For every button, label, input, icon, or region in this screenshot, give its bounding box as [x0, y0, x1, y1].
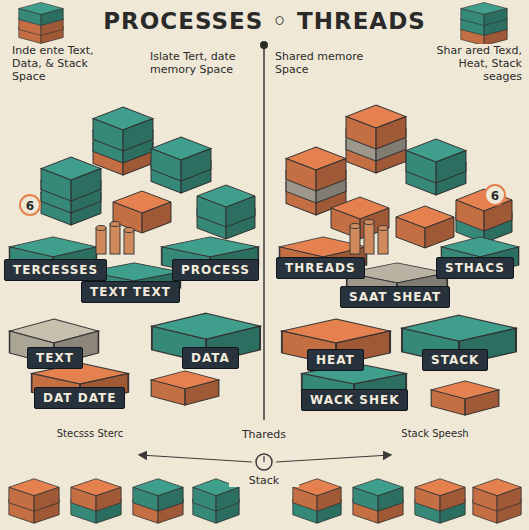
- label-slab: DAT DATE: [34, 387, 125, 409]
- caption-text: Shared memore Space: [275, 50, 365, 76]
- label-slab: SAAT SHEAT: [340, 286, 450, 308]
- slab-text: TERCESSES: [13, 263, 98, 277]
- slab-text: WACK SHEK: [310, 393, 399, 407]
- slab-text: SAAT SHEAT: [349, 290, 441, 304]
- label-slab: HEAT: [307, 349, 364, 371]
- label-slab: TEXT: [27, 347, 83, 369]
- label-slab: WACK SHEK: [301, 389, 408, 411]
- slab-text: TEXT TEXT: [90, 285, 171, 299]
- diagram-title: PROCESSES ◦ THREADS: [0, 8, 529, 34]
- caption-text: Thareds: [224, 428, 304, 441]
- slab-text: TEXT: [36, 351, 74, 365]
- slab-text: PROCESS: [181, 263, 250, 277]
- callout-number: 6: [21, 197, 39, 215]
- label-slab: PROCESS: [172, 259, 259, 281]
- caption-text: Stack Speesh: [385, 428, 485, 440]
- label-slab: STACK: [422, 349, 488, 371]
- slab-text: DAT DATE: [43, 391, 116, 405]
- caption-text: Stecsss Sterc: [40, 428, 140, 440]
- label-slab: TERCESSES: [4, 259, 107, 281]
- slab-text: STACK: [431, 353, 479, 367]
- caption-text: Shar ared Texd, Heat, Stack seages: [418, 44, 522, 84]
- caption-text: Inde ente Text, Data, & Stack Space: [12, 44, 112, 84]
- label-slab: TEXT TEXT: [81, 281, 180, 303]
- label-slab: DATA: [182, 347, 239, 369]
- slab-text: THREADS: [285, 261, 356, 275]
- slab-text: DATA: [191, 351, 230, 365]
- callout-number: 6: [486, 187, 504, 205]
- caption-text: Islate Tert, date memory Space: [150, 50, 255, 76]
- caption-text: Stack: [229, 474, 299, 487]
- label-slab: STHACS: [436, 257, 514, 279]
- label-slab: THREADS: [276, 257, 365, 279]
- slab-text: STHACS: [445, 261, 505, 275]
- slab-text: HEAT: [316, 353, 355, 367]
